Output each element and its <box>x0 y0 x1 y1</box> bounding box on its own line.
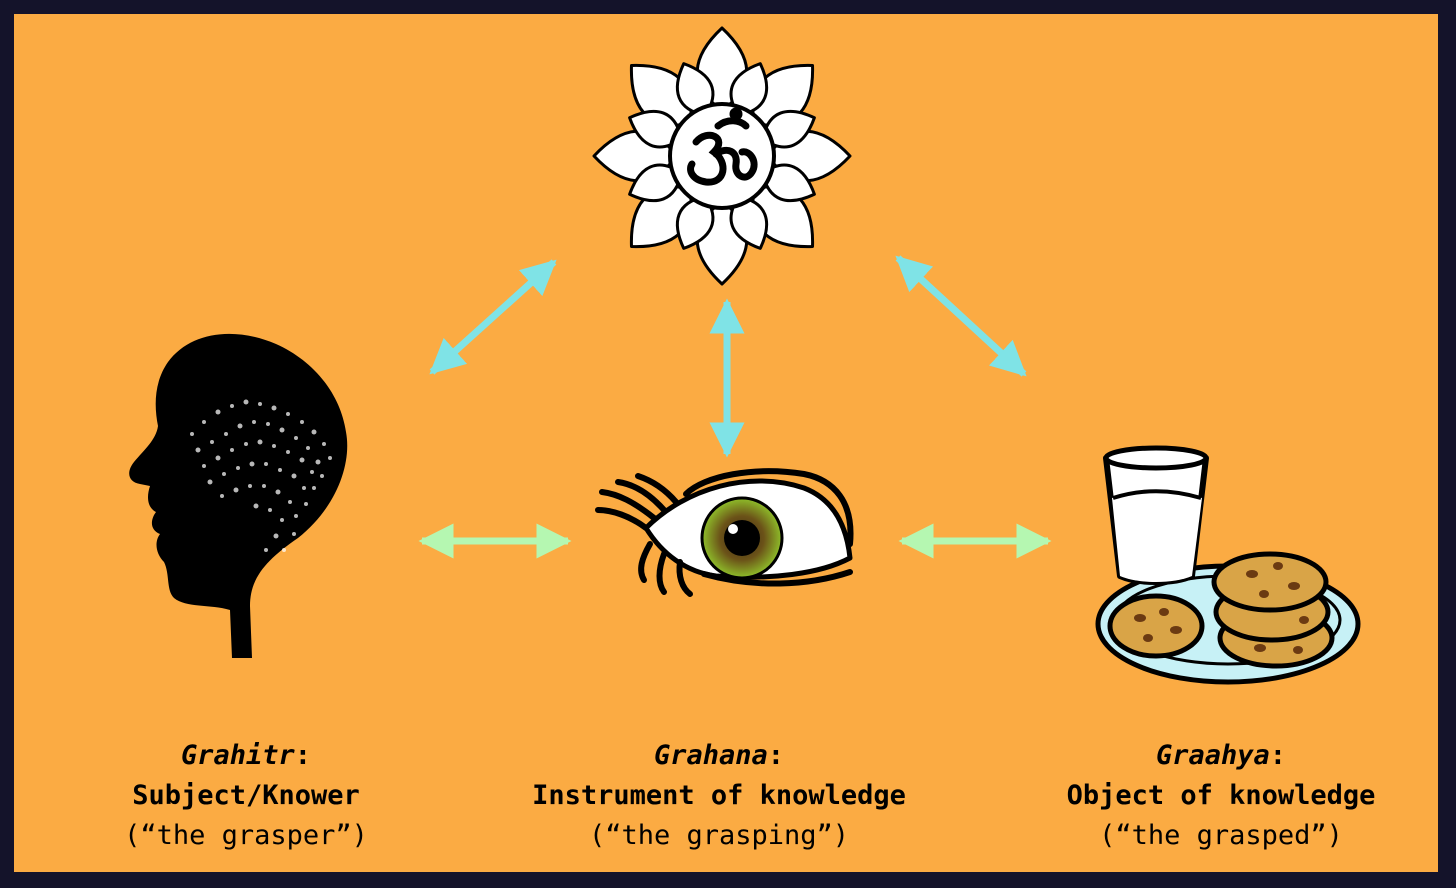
brain-region <box>190 399 332 552</box>
term-graahya: Graahya <box>1155 740 1270 771</box>
head-silhouette-icon <box>129 333 348 658</box>
caption-object-title: Graahya: <box>1155 740 1287 771</box>
caption-subject-title: Grahitr: <box>180 740 312 771</box>
caption-object: Graahya: Object of knowledge (“the grasp… <box>941 736 1438 856</box>
eyelashes <box>595 468 854 597</box>
term-grahitr: Grahitr <box>180 740 295 771</box>
cookie-single <box>1107 593 1205 659</box>
arrow-lotus-subject <box>429 259 557 375</box>
caption-instrument: Grahana: Instrument of knowledge (“the g… <box>439 736 999 856</box>
gloss-object: (“the grasped”) <box>1099 820 1343 851</box>
cookie-stack <box>1211 551 1335 669</box>
gloss-subject: (“the grasper”) <box>124 820 368 851</box>
caption-subject: Grahitr: Subject/Knower (“the grasper”) <box>14 736 526 856</box>
arrow-lotus-object <box>895 255 1027 377</box>
milk-and-cookies-icon <box>1095 445 1361 685</box>
caption-instrument-title: Grahana: <box>653 740 785 771</box>
role-subject: Subject/Knower <box>132 780 360 811</box>
milk-glass <box>1103 445 1209 585</box>
diagram-artwork <box>129 26 1361 685</box>
term-grahana: Grahana <box>653 740 768 771</box>
diagram-canvas: Grahitr: Subject/Knower (“the grasper”) … <box>14 14 1438 872</box>
eye-icon <box>595 468 854 597</box>
gloss-instrument: (“the grasping”) <box>588 820 850 851</box>
role-instrument: Instrument of knowledge <box>532 780 906 811</box>
om-symbol <box>687 107 758 186</box>
om-lotus-icon <box>592 26 852 286</box>
role-object: Object of knowledge <box>1066 780 1376 811</box>
eye-pupil <box>724 520 760 556</box>
lotus-inner-petals <box>628 62 816 250</box>
